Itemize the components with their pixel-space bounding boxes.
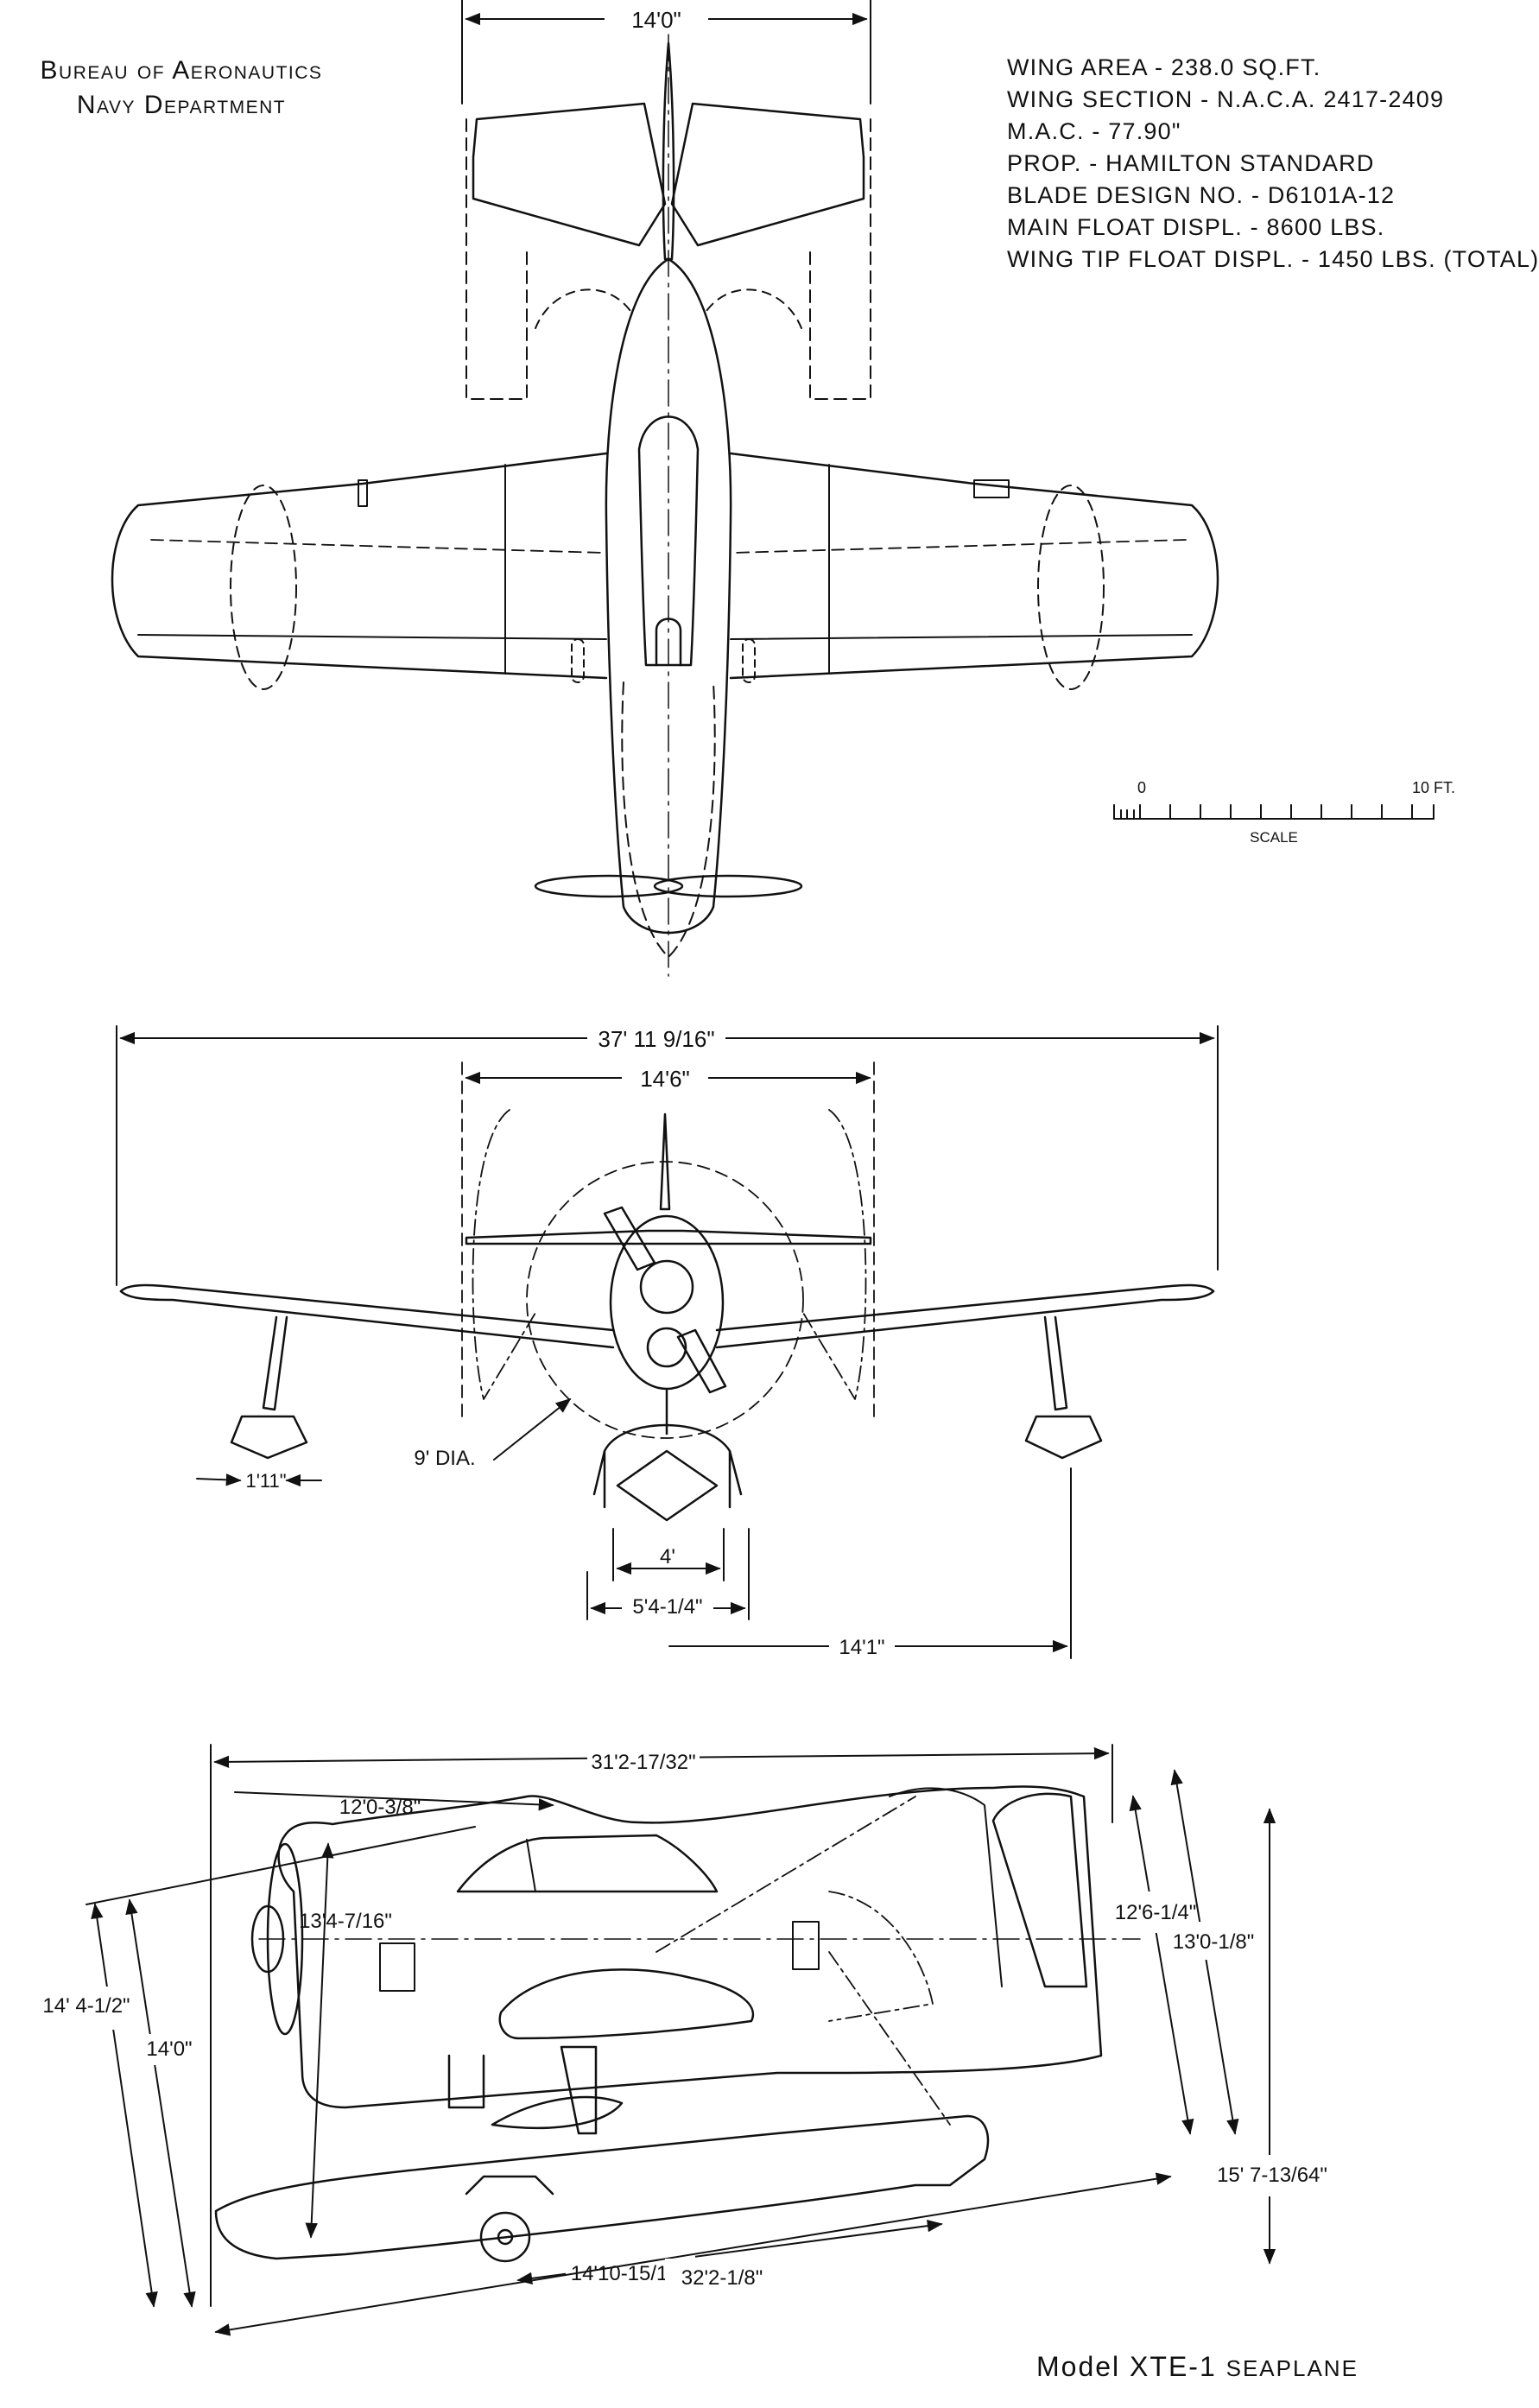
caption-model: Model XTE-1 bbox=[1036, 2351, 1217, 2382]
drawing-caption: Model XTE-1 seaplane bbox=[1036, 2351, 1358, 2383]
dim-top-tail-span: 14'0" bbox=[631, 7, 681, 33]
dim-tip-float-width: 1'11" bbox=[245, 1470, 286, 1492]
dim-side-right-height2: 13'0-1/8" bbox=[1173, 1930, 1255, 1954]
dim-side-left-height2: 14'0" bbox=[146, 2037, 192, 2061]
dim-side-total-height: 15' 7-13/64" bbox=[1217, 2164, 1327, 2187]
spec-main-float: MAIN FLOAT DISPL. - 8600 LBS. bbox=[1007, 214, 1385, 240]
header-line-1: Bureau of Aeronautics bbox=[40, 56, 323, 85]
spec-wing-area: WING AREA - 238.0 SQ.FT. bbox=[1007, 54, 1321, 80]
dim-front-tail-span: 14'6" bbox=[640, 1066, 690, 1092]
scale-label: SCALE bbox=[1250, 829, 1298, 846]
dim-side-length: 31'2-17/32" bbox=[591, 1751, 695, 1774]
dim-side-left-height: 14' 4-1/2" bbox=[42, 1994, 130, 2018]
header-block: Bureau of Aeronautics Navy Department bbox=[0, 54, 363, 123]
dim-float-gap: 4' bbox=[660, 1545, 675, 1568]
dim-side-right-height1: 12'6-1/4" bbox=[1115, 1901, 1197, 1924]
dim-float-half-track: 14'1" bbox=[839, 1636, 884, 1659]
side-view: 31'2-17/32" 12'0-3/8" bbox=[35, 1743, 1328, 2336]
spec-blade-design: BLADE DESIGN NO. - D6101A-12 bbox=[1007, 182, 1396, 208]
dim-float-length: 32'2-1/8" bbox=[681, 2266, 763, 2290]
spec-mac: M.A.C. - 77.90" bbox=[1007, 118, 1181, 144]
dim-side-upper-len: 12'0-3/8" bbox=[339, 1796, 421, 1819]
dim-front-span: 37' 11 9/16" bbox=[598, 1026, 714, 1052]
spec-tip-float: WING TIP FLOAT DISPL. - 1450 LBS. (TOTAL… bbox=[1007, 246, 1539, 272]
header-line-2: Navy Department bbox=[76, 91, 287, 119]
scale-max: 10 FT. bbox=[1412, 779, 1455, 796]
spec-wing-section: WING SECTION - N.A.C.A. 2417-2409 bbox=[1007, 86, 1445, 112]
dim-prop-dia: 9' DIA. bbox=[414, 1447, 475, 1470]
scale-bar: 0 10 FT. SCALE bbox=[1113, 779, 1455, 846]
dim-float-beam: 5'4-1/4" bbox=[632, 1595, 702, 1619]
spec-prop: PROP. - HAMILTON STANDARD bbox=[1007, 150, 1375, 176]
caption-type: seaplane bbox=[1226, 2355, 1358, 2381]
scale-zero: 0 bbox=[1137, 779, 1146, 796]
dim-side-prop-height: 13'4-7/16" bbox=[299, 1910, 392, 1933]
front-view: 37' 11 9/16" 14'6" bbox=[116, 1023, 1219, 1660]
spec-list: WING AREA - 238.0 SQ.FT. WING SECTION - … bbox=[1007, 52, 1539, 276]
top-view: 14'0" bbox=[111, 0, 1219, 977]
